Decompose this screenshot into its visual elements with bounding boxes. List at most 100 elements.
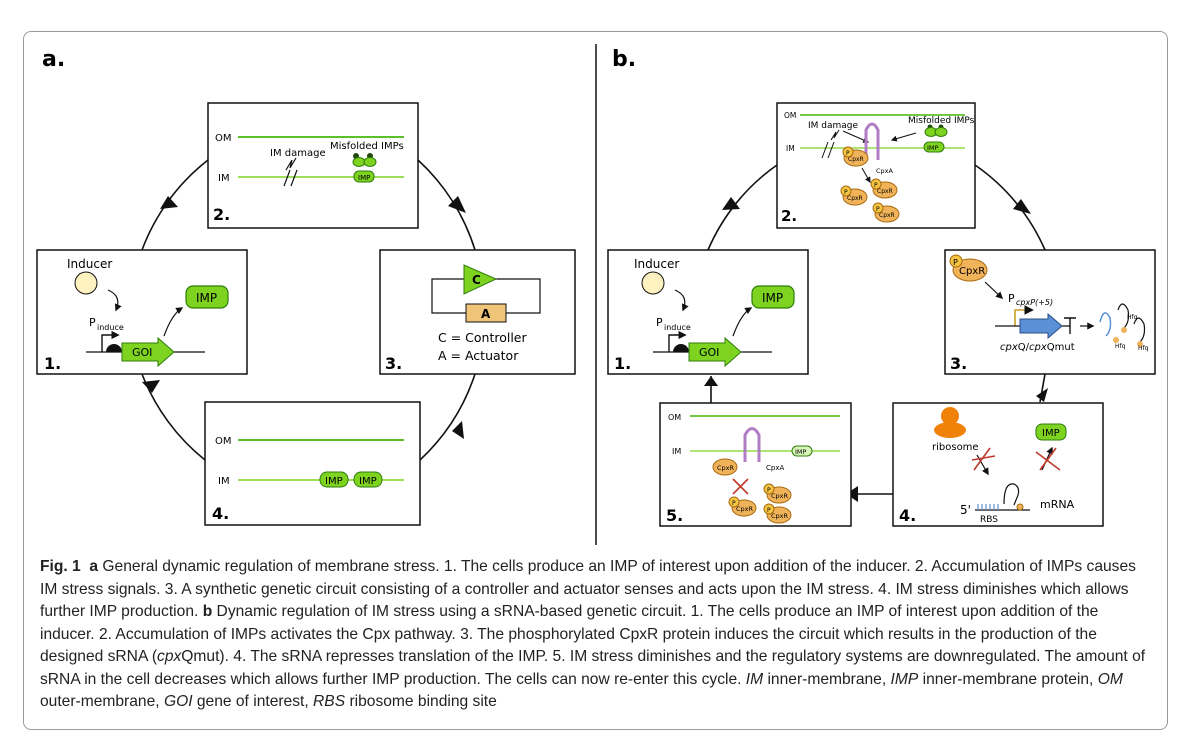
panel-b-box-1: Inducer IMP P induce GOI 1. (607, 249, 809, 375)
def-imp: inner-membrane protein, (918, 670, 1098, 688)
panel-a-box-3: C A C = Controller A = Actuator 3. (379, 249, 576, 375)
panel-b-box-5: OM IM CpxA IMP CpxR CpxR P CpxR P CpxR P… (659, 402, 852, 527)
panel-a-cycle-arrowheads (142, 196, 466, 439)
im-damage-label: IM damage (270, 148, 326, 159)
promoter-label: P (89, 316, 96, 329)
imp-label: IMP (762, 291, 783, 305)
legend-actuator: A = Actuator (438, 348, 519, 363)
hfq-label: Hfq (1115, 343, 1126, 350)
im-label: IM (672, 447, 681, 456)
caption-b-label: b (202, 603, 213, 620)
inducer-icon (641, 271, 665, 295)
def-om: outer-membrane, (40, 693, 164, 710)
step-number: 3. (385, 354, 402, 373)
step-number: 1. (614, 354, 631, 373)
phosphate-label: P (953, 258, 958, 267)
cpxr-label: CpxR (879, 212, 895, 219)
inducer-label: Inducer (67, 257, 112, 271)
im-label: IM (786, 144, 795, 153)
im-label: IM (218, 173, 230, 184)
def-rbs: ribosome binding site (345, 693, 497, 710)
panel-a-box-2: OM IM IM damage Misfolded IMPs IMP 2. (207, 102, 419, 229)
goi-gene-icon (121, 336, 175, 368)
imp-label: IMP (358, 174, 370, 182)
abbr-im: IM (745, 670, 764, 688)
promoter-label: P (1008, 292, 1015, 305)
phosphate-label: P (876, 206, 880, 213)
abbr-imp: IMP (890, 670, 919, 688)
cpxr-label: CpxR (717, 464, 735, 472)
panel-a-label: a. (42, 47, 65, 72)
caption-a-label: a (89, 558, 99, 575)
hfq-label: Hfq (1138, 345, 1149, 352)
controller-icon (463, 264, 498, 295)
panel-b-box-4: ribosome IMP 5' RBS mRNA 4. (892, 402, 1104, 527)
def-goi: gene of interest, (192, 693, 314, 710)
membrane-break-icon (283, 169, 298, 187)
cpxr-label: CpxR (771, 492, 789, 500)
panel-b-box-2: OM IM IM damage Misfolded IMPs IMP CpxA … (776, 102, 976, 229)
promoter-label: P (656, 316, 663, 329)
om-label: OM (215, 436, 232, 447)
controller-symbol: C (472, 273, 481, 287)
step-number: 1. (44, 354, 61, 373)
phosphate-label: P (846, 150, 850, 157)
misfolded-imps-label: Misfolded IMPs (908, 116, 975, 126)
imp-label: IMP (927, 144, 939, 152)
phosphate-label: P (874, 182, 878, 189)
step-number: 5. (666, 506, 683, 525)
goi-label: GOI (132, 346, 152, 359)
step-number: 2. (781, 207, 797, 225)
promoter-sub: induce (97, 323, 124, 332)
step-number: 3. (950, 354, 967, 373)
panel-b-cycle-arrowheads (704, 197, 1048, 502)
phosphate-label: P (844, 189, 848, 196)
cpxr-label: CpxR (736, 505, 754, 513)
imp-product-icon (185, 285, 229, 309)
phosphate-label: P (767, 507, 771, 514)
imp-label: IMP (795, 448, 807, 456)
imp-label: IMP (196, 291, 217, 305)
cpxa-label: CpxA (766, 464, 784, 472)
figure-caption: Fig. 1 a General dynamic regulation of m… (40, 556, 1155, 714)
ribosome-label: ribosome (932, 442, 979, 453)
misfolded-imps-label: Misfolded IMPs (330, 141, 404, 152)
figure-diagram: a. OM IM IM damage Misfolded IMPs IMP 2.… (36, 44, 1156, 545)
cpxr-label: CpxR (877, 188, 893, 195)
imp-label: IMP (359, 476, 377, 487)
inducer-icon (74, 271, 98, 295)
caption-fig-label: Fig. 1 (40, 558, 81, 575)
im-damage-label: IM damage (808, 121, 859, 131)
promoter-arrow-icon (101, 330, 120, 352)
sRNA-gene-icon (1019, 312, 1063, 340)
caption-b-text-2: Qmut). 4. The sRNA represses translation… (40, 648, 1146, 688)
actuator-icon (465, 303, 507, 323)
om-label: OM (784, 111, 796, 120)
panel-a-box-1: Inducer IMP P induce GOI 1. (36, 249, 248, 375)
rbs-label: RBS (980, 515, 998, 525)
actuator-symbol: A (481, 307, 491, 321)
mrna-label: mRNA (1040, 498, 1075, 511)
promoter-sub: induce (664, 323, 691, 332)
hfq-label: Hfq (1127, 314, 1138, 321)
abbr-goi: GOI (163, 693, 193, 710)
caption-b-text: Dynamic regulation of IM stress using a … (40, 603, 1099, 665)
ribosome-icon (941, 407, 959, 425)
cpxa-icon (864, 122, 880, 160)
step-number: 2. (213, 205, 230, 224)
imp-label: IMP (1042, 428, 1060, 439)
abbr-om: OM (1097, 670, 1123, 688)
panel-b-box-3: CpxR P P cpxP(+5) cpxQ/cpxQmut Hfq Hfq H… (944, 249, 1156, 375)
om-label: OM (215, 133, 232, 144)
phosphate-label: P (732, 500, 736, 507)
step-number: 4. (212, 504, 229, 523)
svg-text:cpxQ/cpxQmut: cpxQ/cpxQmut (1000, 342, 1075, 353)
om-label: OM (668, 413, 681, 422)
cpxr-label: CpxR (848, 156, 864, 163)
legend-controller: C = Controller (438, 330, 527, 345)
goi-label: GOI (699, 346, 719, 359)
def-im: inner-membrane, (763, 670, 891, 688)
im-label: IM (218, 476, 230, 487)
phosphate-label: P (767, 487, 771, 494)
lightning-icon (285, 157, 297, 171)
